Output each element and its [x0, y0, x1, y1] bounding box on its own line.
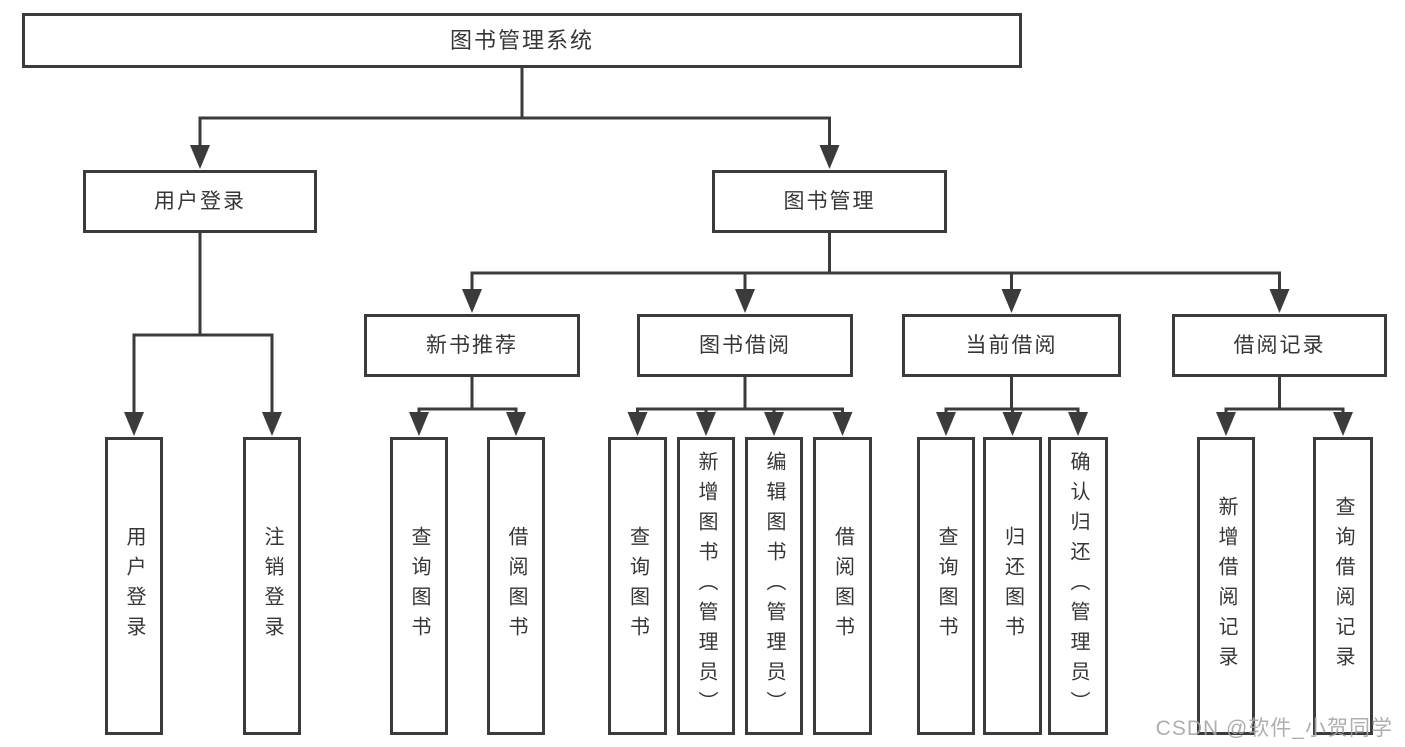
node-leaf-bor-add: 新增图书（管理员） [677, 437, 735, 735]
node-label: 图书管理系统 [449, 27, 594, 53]
node-label: 用户登录 [123, 526, 145, 646]
node-new-book-rec: 新书推荐 [364, 314, 580, 377]
node-leaf-login: 用户登录 [105, 437, 163, 735]
node-current-loan: 当前借阅 [902, 314, 1121, 377]
node-user-login: 用户登录 [83, 170, 317, 233]
node-leaf-logout: 注销登录 [243, 437, 301, 735]
node-label: 查询借阅记录 [1332, 496, 1354, 676]
node-leaf-cur-query: 查询图书 [917, 437, 975, 735]
node-label: 借阅记录 [1233, 334, 1326, 357]
node-leaf-bor-loan: 借阅图书 [813, 437, 872, 735]
watermark-text: CSDN @软件_小贺同学 [1155, 717, 1393, 740]
node-book-borrow: 图书借阅 [637, 314, 853, 377]
node-loan-records: 借阅记录 [1172, 314, 1387, 377]
node-leaf-log-query: 查询借阅记录 [1313, 437, 1373, 735]
node-label: 借阅图书 [505, 526, 527, 646]
node-label: 图书借阅 [699, 334, 791, 357]
node-label: 新书推荐 [426, 334, 518, 357]
node-leaf-cur-return: 归还图书 [983, 437, 1042, 735]
node-label: 图书管理 [783, 190, 876, 213]
node-leaf-bor-query: 查询图书 [608, 437, 667, 735]
node-label: 新增图书（管理员） [695, 451, 717, 721]
node-label: 查询图书 [626, 526, 649, 646]
node-label: 查询图书 [408, 526, 430, 646]
node-label: 编辑图书（管理员） [763, 451, 785, 721]
node-leaf-cur-confirm: 确认归还（管理员） [1048, 437, 1108, 735]
node-label: 归还图书 [1001, 526, 1024, 646]
node-leaf-bor-edit: 编辑图书（管理员） [745, 437, 803, 735]
node-label: 注销登录 [261, 526, 283, 646]
node-label: 当前借阅 [965, 334, 1058, 357]
node-leaf-rec-borrow: 借阅图书 [487, 437, 545, 735]
node-label: 新增借阅记录 [1215, 496, 1237, 676]
node-label: 用户登录 [154, 190, 246, 213]
node-label: 借阅图书 [831, 526, 854, 646]
node-book-mgmt: 图书管理 [712, 170, 947, 233]
node-label: 查询图书 [935, 526, 957, 646]
node-label: 确认归还（管理员） [1067, 451, 1089, 721]
node-leaf-log-add: 新增借阅记录 [1197, 437, 1255, 735]
node-leaf-rec-query: 查询图书 [390, 437, 448, 735]
node-root: 图书管理系统 [22, 13, 1022, 68]
